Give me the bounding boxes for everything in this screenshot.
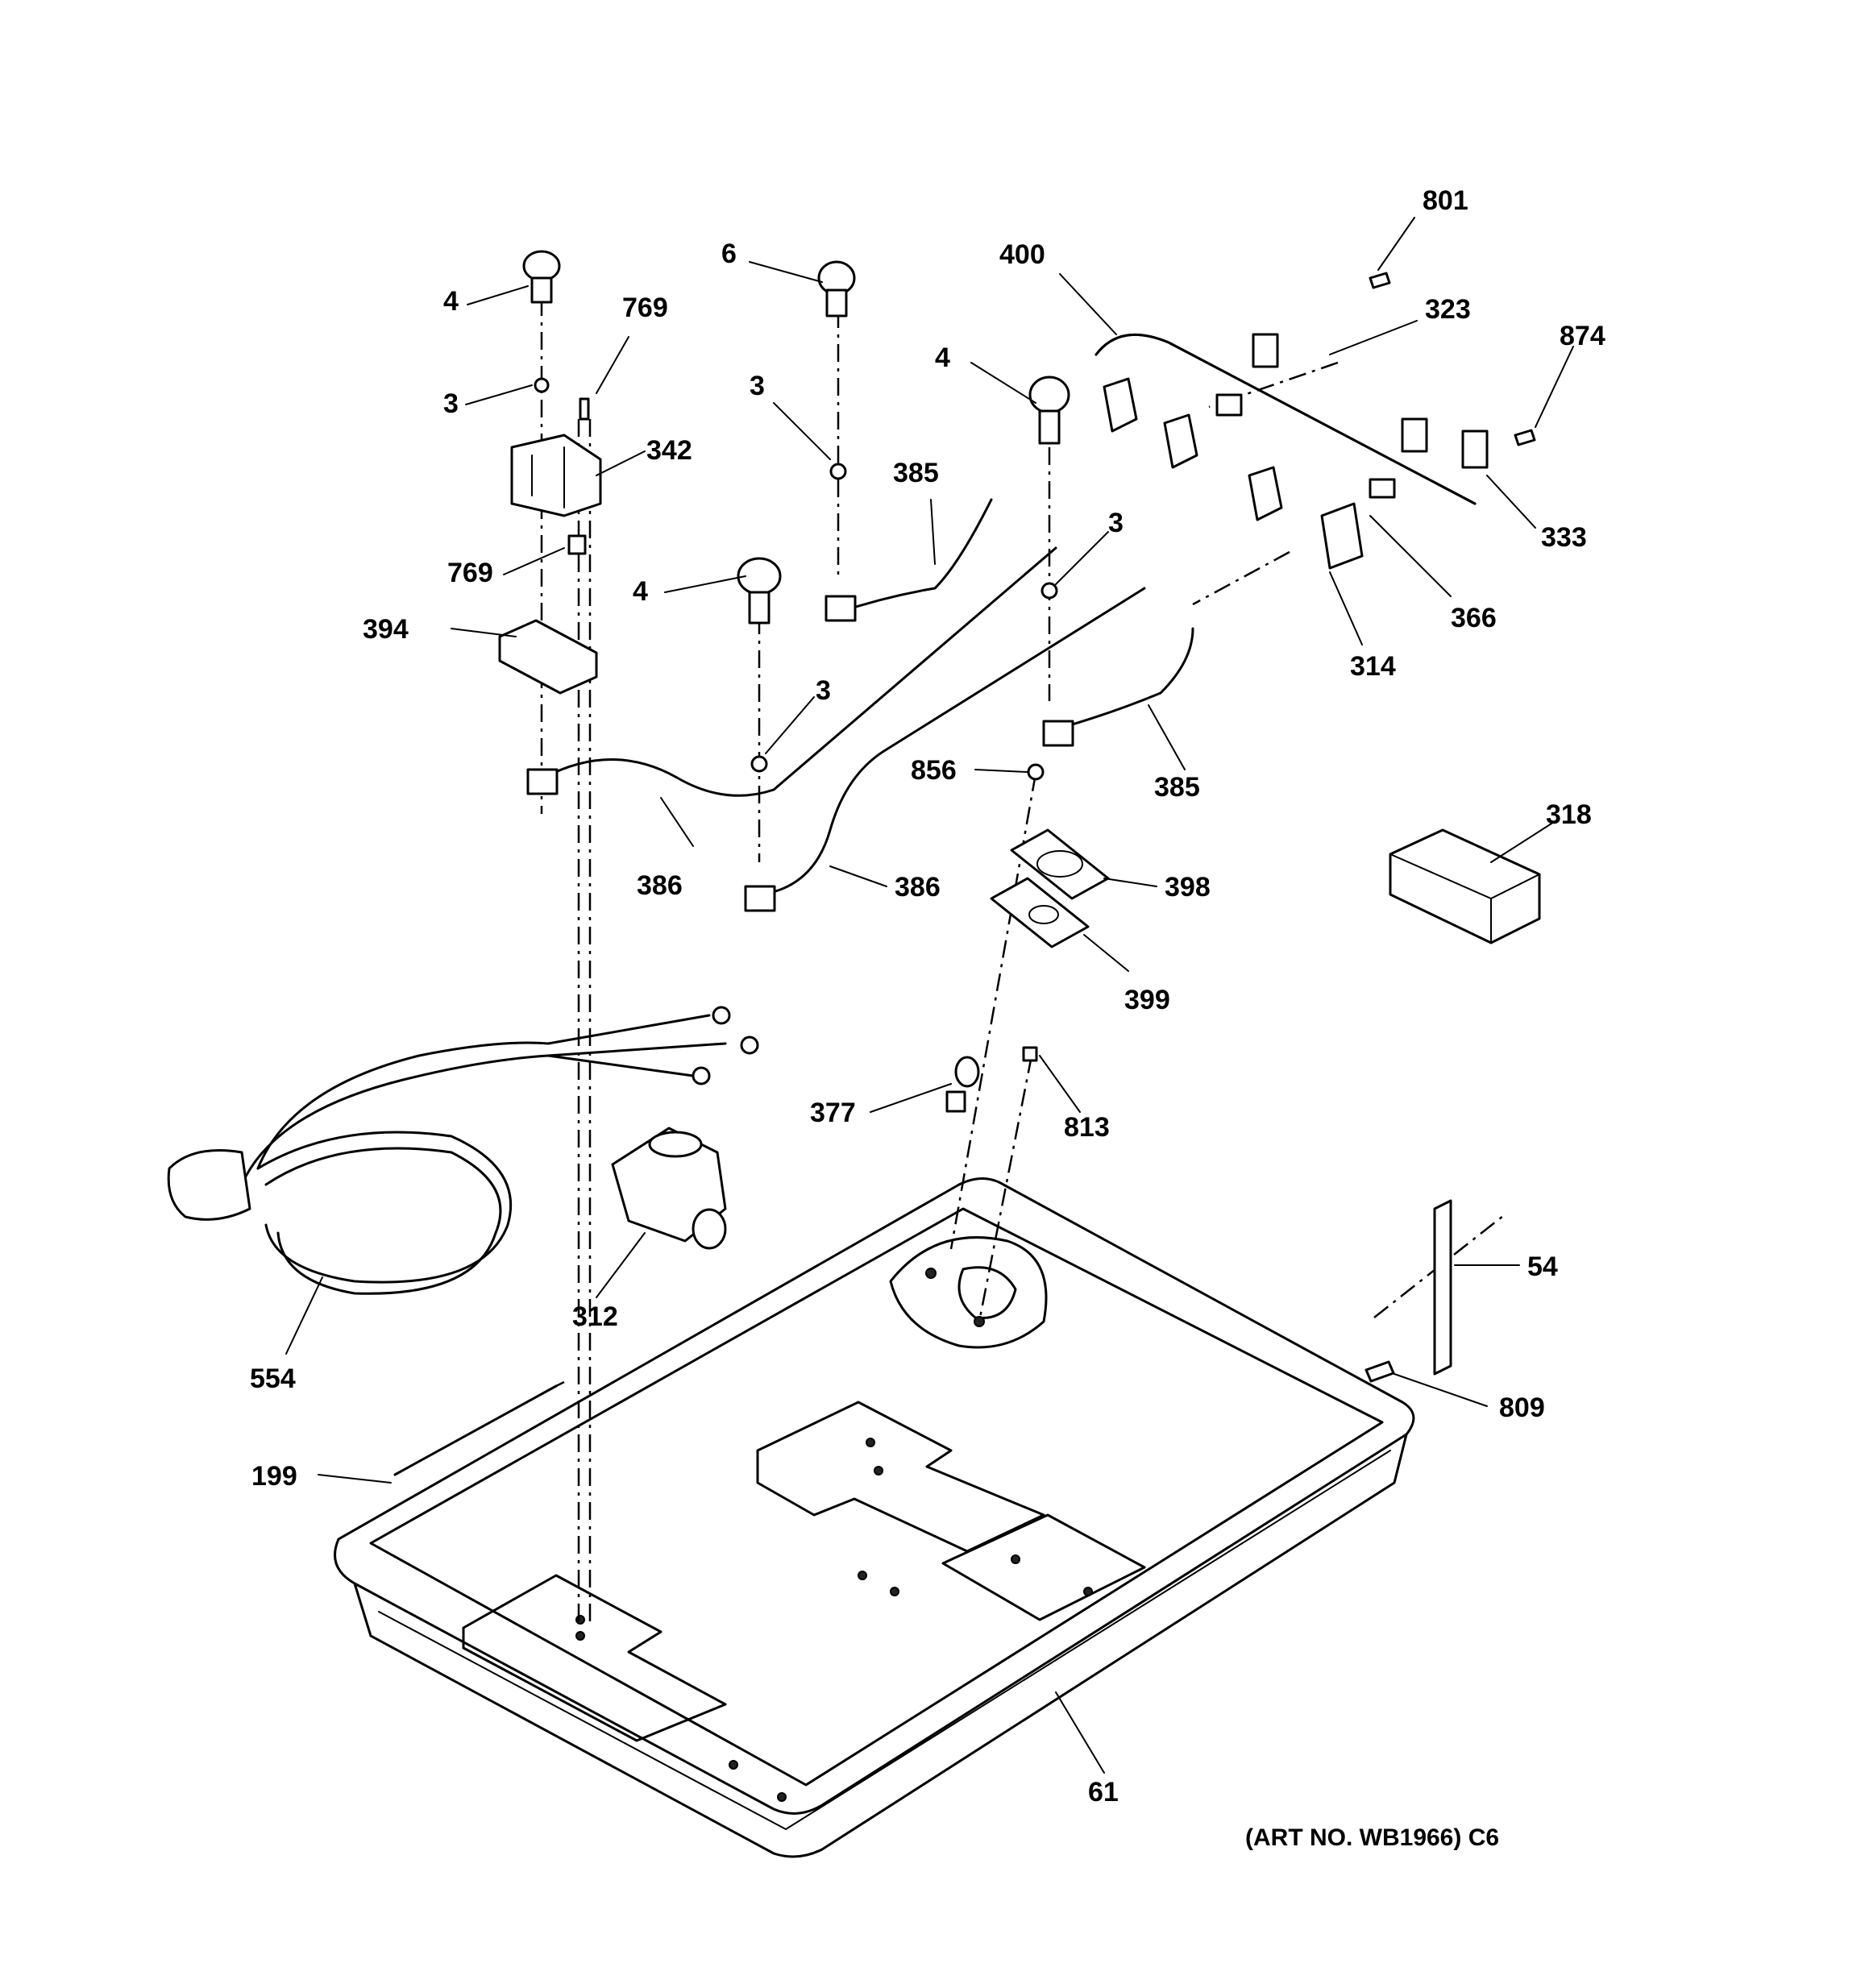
callout-4-lower: 4 — [633, 576, 648, 607]
callout-366: 366 — [1451, 603, 1497, 633]
callout-3-lower: 3 — [816, 675, 831, 706]
callout-4-right: 4 — [935, 342, 950, 373]
callout-554: 554 — [250, 1363, 296, 1394]
bracket-342 — [510, 434, 602, 517]
callout-385-top: 385 — [893, 458, 939, 488]
callout-54: 54 — [1527, 1251, 1558, 1282]
right-ignitor — [1028, 376, 1070, 445]
callout-61: 61 — [1088, 1777, 1119, 1807]
callout-809: 809 — [1499, 1392, 1545, 1423]
callout-394: 394 — [363, 614, 409, 645]
callout-386-center: 386 — [895, 872, 941, 903]
callout-323: 323 — [1425, 294, 1471, 325]
callout-399: 399 — [1124, 985, 1170, 1015]
clip-377 — [945, 1056, 980, 1113]
valve-set-314 — [1103, 377, 1364, 570]
callout-856: 856 — [911, 755, 957, 786]
callout-3-right: 3 — [1108, 508, 1124, 538]
top-left-ignitor — [522, 250, 561, 304]
pressure-regulator-312 — [611, 1127, 727, 1250]
assembly-guides — [540, 298, 1508, 1628]
callout-4-top-left: 4 — [443, 286, 459, 317]
callout-3-center: 3 — [750, 371, 765, 401]
callout-3-top-left: 3 — [443, 388, 459, 419]
callout-377: 377 — [810, 1098, 856, 1128]
callout-199: 199 — [251, 1461, 297, 1492]
bracket-394 — [498, 619, 598, 695]
callout-874: 874 — [1560, 321, 1605, 351]
callout-400: 400 — [999, 239, 1045, 270]
burner-box-pan — [334, 1177, 1415, 1858]
callout-386-left: 386 — [637, 870, 683, 901]
callout-312: 312 — [572, 1301, 618, 1332]
callout-769-top: 769 — [622, 293, 668, 323]
left-lower-ignitor — [737, 557, 782, 625]
gas-tubing — [526, 498, 1194, 912]
center-ignitor — [817, 260, 856, 317]
callout-labels: 801 400 323 874 333 366 314 6 4 769 3 34… — [250, 185, 1605, 1807]
strap-54 — [1433, 1199, 1452, 1376]
gaskets-398-399 — [990, 828, 1110, 948]
insulation-strip-199 — [393, 1384, 558, 1476]
callout-342: 342 — [646, 435, 692, 466]
callout-333: 333 — [1541, 522, 1587, 553]
callout-385-right: 385 — [1154, 772, 1200, 803]
callout-leaders — [285, 217, 1574, 1774]
callout-801: 801 — [1423, 185, 1468, 216]
spark-module-318 — [1389, 828, 1541, 944]
manifold-400 — [1094, 333, 1489, 505]
callout-314: 314 — [1350, 651, 1396, 682]
power-cord-554 — [167, 1006, 759, 1295]
callout-6: 6 — [721, 239, 737, 269]
callout-769-lower: 769 — [447, 558, 493, 588]
callout-813: 813 — [1064, 1112, 1110, 1143]
callout-318: 318 — [1546, 799, 1592, 830]
art-number: (ART NO. WB1966) C6 — [1245, 1824, 1499, 1851]
callout-398: 398 — [1165, 872, 1211, 903]
